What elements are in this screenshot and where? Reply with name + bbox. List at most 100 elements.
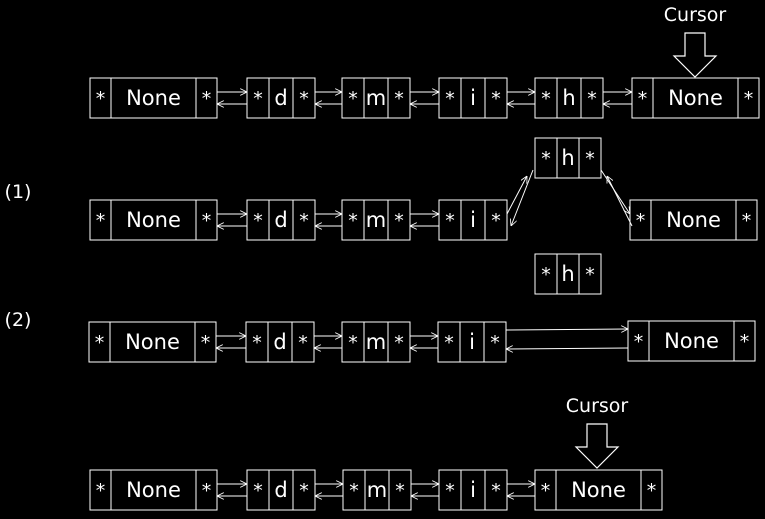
- prev-pointer-field: *: [96, 210, 106, 232]
- next-pointer-field: *: [742, 210, 752, 232]
- list-node: * None *: [629, 199, 758, 241]
- next-pointer-field: *: [585, 264, 595, 286]
- node-box: [438, 77, 508, 119]
- prev-pointer-field: *: [445, 88, 455, 110]
- list-node: * m *: [341, 199, 411, 241]
- list-node: * i *: [437, 321, 507, 363]
- node-value: None: [126, 208, 181, 232]
- cursor-label-top: Cursor: [664, 4, 727, 26]
- prev-pointer-field: *: [252, 332, 262, 354]
- node-value: m: [367, 478, 387, 502]
- list-node: *i*: [438, 199, 508, 241]
- next-pointer-field: *: [394, 88, 404, 110]
- cursor-arrow-bottom-icon: [574, 423, 620, 469]
- next-pointer-field: *: [647, 480, 657, 502]
- node-value: None: [126, 86, 181, 110]
- node-value: i: [470, 478, 476, 502]
- node-box: [534, 77, 604, 119]
- node-box: [246, 199, 316, 241]
- prev-pointer-field: *: [253, 210, 263, 232]
- list-node: * d *: [245, 321, 315, 363]
- node-value: h: [561, 262, 574, 286]
- node-value: None: [666, 208, 721, 232]
- next-pointer-field: *: [201, 332, 211, 354]
- prev-pointer-field: *: [96, 480, 106, 502]
- node-value: i: [470, 86, 476, 110]
- node-box: [438, 199, 508, 241]
- node-value: None: [125, 330, 180, 354]
- prev-link-arrow: [511, 169, 534, 226]
- node-box: [534, 253, 602, 295]
- step-1-label: (1): [5, 181, 32, 203]
- prev-pointer-field: *: [253, 88, 263, 110]
- next-pointer-field: *: [299, 210, 309, 232]
- node-box: [341, 199, 411, 241]
- prev-pointer-field: *: [638, 88, 648, 110]
- list-node: *None*: [627, 320, 756, 362]
- node-value: None: [571, 478, 626, 502]
- next-pointer-field: *: [202, 480, 212, 502]
- node-value: None: [664, 329, 719, 353]
- prev-pointer-field: *: [253, 480, 263, 502]
- next-link-arrow: [505, 329, 628, 330]
- next-pointer-field: *: [299, 480, 309, 502]
- next-pointer-field: *: [394, 332, 404, 354]
- node-value: None: [668, 86, 723, 110]
- node-value: m: [366, 208, 386, 232]
- node-value: d: [274, 208, 287, 232]
- prev-link-arrow: [606, 176, 633, 227]
- prev-pointer-field: *: [348, 88, 358, 110]
- node-value: m: [366, 86, 386, 110]
- next-pointer-field: *: [490, 332, 500, 354]
- next-pointer-field: *: [299, 88, 309, 110]
- nodes-layer: *None**d**m**i**h**None**None**d**m**i**…: [88, 77, 760, 511]
- next-pointer-field: *: [202, 88, 212, 110]
- node-value: i: [470, 208, 476, 232]
- node-box: [246, 469, 316, 511]
- node-box: [246, 77, 316, 119]
- node-value: h: [562, 86, 575, 110]
- node-box: [438, 469, 508, 511]
- list-node: * h *: [534, 77, 604, 119]
- node-box: [245, 321, 315, 363]
- prev-pointer-field: *: [445, 480, 455, 502]
- prev-pointer-field: *: [444, 332, 454, 354]
- list-node: * None *: [88, 321, 217, 363]
- node-value: i: [469, 330, 475, 354]
- prev-pointer-field: *: [445, 210, 455, 232]
- prev-pointer-field: *: [349, 480, 359, 502]
- list-node: * h *: [534, 253, 602, 295]
- list-node: *m*: [342, 469, 412, 511]
- prev-pointer-field: *: [348, 210, 358, 232]
- prev-pointer-field: *: [636, 210, 646, 232]
- node-box: [437, 321, 507, 363]
- prev-pointer-field: *: [541, 264, 551, 286]
- list-node: *None*: [89, 77, 218, 119]
- next-pointer-field: *: [394, 210, 404, 232]
- prev-link-arrow: [506, 348, 629, 349]
- prev-pointer-field: *: [541, 480, 551, 502]
- next-pointer-field: *: [202, 210, 212, 232]
- next-pointer-field: *: [491, 88, 501, 110]
- node-value: d: [274, 86, 287, 110]
- list-node: * d *: [246, 77, 316, 119]
- list-node: * None *: [89, 199, 218, 241]
- list-node: * m *: [341, 77, 411, 119]
- next-pointer-field: *: [587, 88, 597, 110]
- prev-pointer-field: *: [634, 331, 644, 353]
- list-node: * d *: [246, 199, 316, 241]
- list-node: *i*: [438, 469, 508, 511]
- list-node: *m*: [341, 321, 411, 363]
- next-pointer-field: *: [298, 332, 308, 354]
- prev-pointer-field: *: [348, 332, 358, 354]
- next-link-arrow: [506, 176, 528, 215]
- step-2-label: (2): [5, 309, 32, 331]
- cursor-label-bottom: Cursor: [566, 395, 629, 417]
- prev-pointer-field: *: [541, 88, 551, 110]
- links-layer: [216, 92, 633, 496]
- prev-pointer-field: *: [541, 148, 551, 170]
- node-box: [534, 137, 602, 179]
- node-value: d: [273, 330, 286, 354]
- prev-pointer-field: *: [95, 332, 105, 354]
